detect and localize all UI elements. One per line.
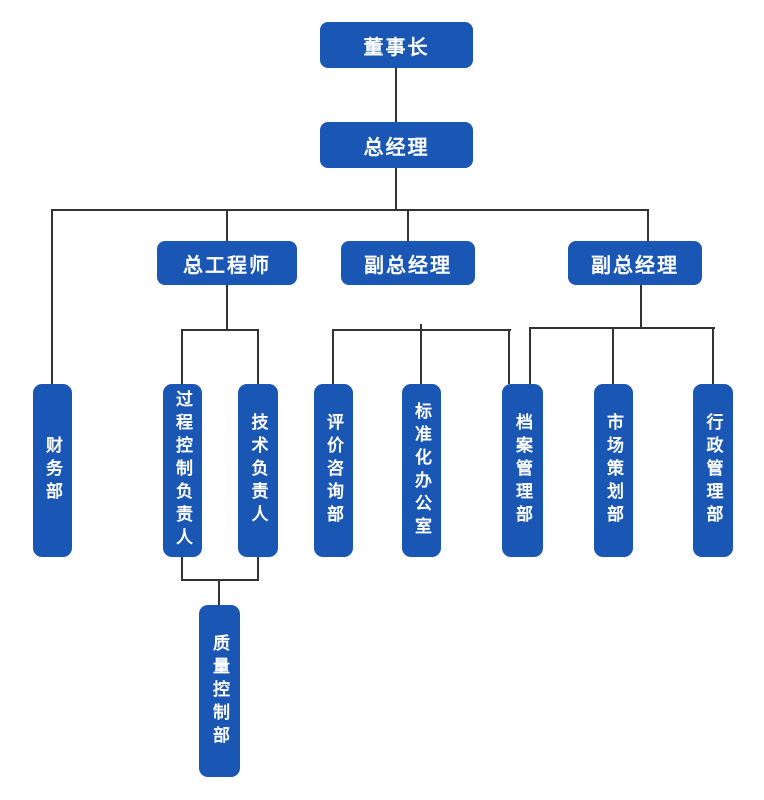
connector-chief-bracket — [181, 329, 259, 331]
connector-drop-archives-left — [508, 329, 510, 384]
connector-drop-archives-right — [529, 327, 531, 384]
connector-deputy-gm-2-stem — [640, 285, 642, 328]
node-administration-dept: 行政管理部 — [693, 384, 733, 557]
connector-drop-technical — [257, 329, 259, 384]
connector-drop-marketing — [612, 327, 614, 384]
connector-drop-chief-engineer — [226, 209, 228, 241]
node-deputy-gm-2: 副总经理 — [568, 241, 702, 285]
node-process-control-leader: 过程控制负责人 — [163, 384, 202, 557]
connector-gm-stem — [395, 168, 397, 210]
connector-chief-engineer-stem — [226, 285, 228, 330]
node-chief-engineer: 总工程师 — [157, 241, 297, 285]
connector-drop-standardization — [420, 324, 422, 384]
node-chairman: 董事长 — [320, 22, 473, 68]
node-finance-dept: 财务部 — [33, 384, 72, 557]
connector-drop-administration — [712, 327, 714, 384]
connector-process-control-stem — [181, 557, 183, 581]
connector-drop-evaluation — [332, 329, 334, 384]
node-evaluation-consulting-dept: 评价咨询部 — [314, 384, 353, 557]
node-standardization-office: 标准化办公室 — [402, 384, 441, 557]
node-quality-control-dept: 质量控制部 — [199, 605, 240, 777]
connector-drop-process-control — [181, 329, 183, 384]
connector-drop-quality-control — [218, 579, 220, 605]
node-deputy-gm-1: 副总经理 — [341, 241, 475, 285]
connector-bottom-bracket — [181, 579, 259, 581]
connector-drop-deputy-gm-2 — [647, 209, 649, 241]
node-general-manager: 总经理 — [320, 122, 473, 168]
connector-drop-deputy-gm-1 — [407, 209, 409, 241]
connector-main-horizontal — [51, 209, 649, 211]
connector-chairman-gm — [395, 68, 397, 122]
node-marketing-planning-dept: 市场策划部 — [594, 384, 633, 557]
connector-technical-stem — [257, 557, 259, 581]
connector-drop-finance — [51, 209, 53, 385]
node-archives-management-dept: 档案管理部 — [502, 384, 543, 557]
node-technical-leader: 技术负责人 — [238, 384, 278, 557]
connector-right-bracket — [529, 327, 715, 329]
